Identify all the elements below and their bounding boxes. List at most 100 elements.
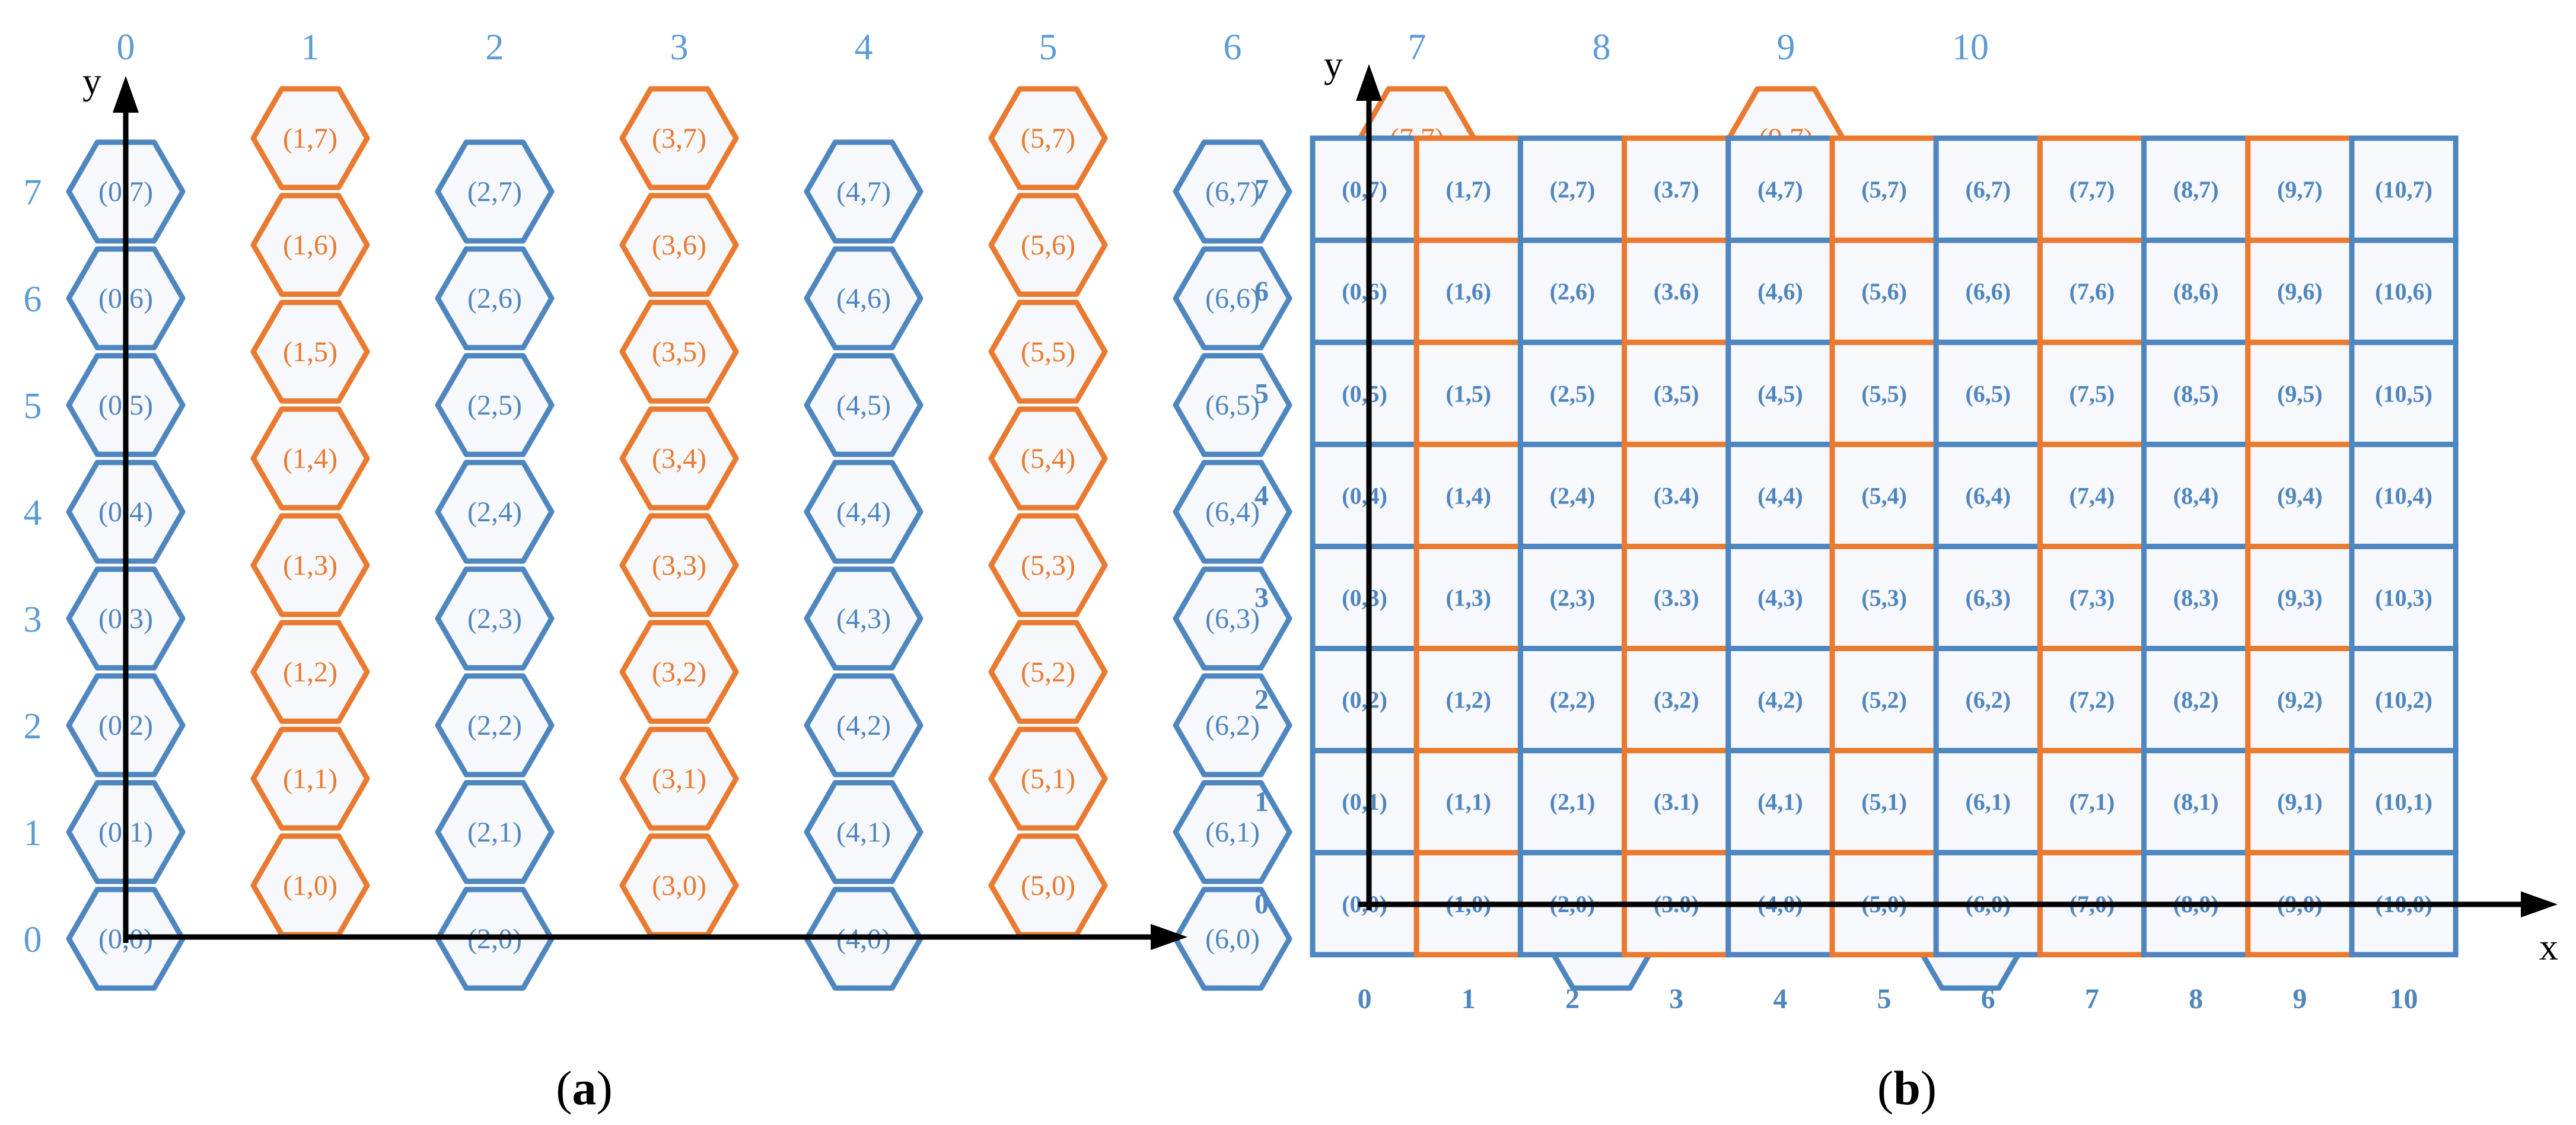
square-cell: (8,2) xyxy=(2141,646,2251,754)
square-cell: (4,3) xyxy=(1725,543,1835,652)
square-cell-label: (6,1) xyxy=(1965,789,2011,815)
square-cell: (7,3) xyxy=(2037,543,2147,652)
square-row-tick: 5 xyxy=(1254,378,1269,409)
square-cell-label: (2,7) xyxy=(1550,176,1596,203)
b-x-axis-label: x xyxy=(2539,926,2558,968)
square-cell: (8,3) xyxy=(2141,543,2251,652)
square-column-tick: 10 xyxy=(2390,983,2418,1015)
hex-column-tick: 7 xyxy=(1408,27,1426,68)
hex-column-tick: 6 xyxy=(1224,27,1242,68)
hex-cell-outline xyxy=(435,139,555,244)
panel-b-square-grid: (0,0)(0,1)(0,2)(0,3)(0,4)(0,5)(0,6)(0,7)… xyxy=(1254,43,2558,1115)
square-cell-outline xyxy=(1829,237,1939,345)
hex-cell-label: (2,5) xyxy=(467,390,522,421)
hex-cell-label: (4,4) xyxy=(836,496,891,528)
hex-cell-label: (5,1) xyxy=(1021,763,1075,795)
square-cell-label: (0,2) xyxy=(1342,687,1387,713)
hex-cell: (5,3) xyxy=(988,513,1108,617)
square-cell-label: (0,4) xyxy=(1342,482,1387,509)
square-cell-label: (5,3) xyxy=(1861,584,1907,611)
hex-cell: (2,6) xyxy=(435,246,555,350)
hex-cell: (6,6) xyxy=(1173,246,1292,350)
hex-cell-label: (1,7) xyxy=(283,123,337,154)
square-cell-label: (10,5) xyxy=(2375,380,2432,407)
square-cell-label: (7,2) xyxy=(2069,687,2115,713)
hex-cell-outline xyxy=(804,780,924,884)
hex-cell-label: (1,1) xyxy=(283,763,337,795)
hex-cell: (4,4) xyxy=(804,460,924,564)
hex-cell-outline xyxy=(619,193,739,297)
square-cell-outline xyxy=(2245,135,2355,243)
square-cell-label: (9,5) xyxy=(2277,380,2323,407)
hex-cell-label: (2,3) xyxy=(467,603,522,635)
hex-cell: (6,1) xyxy=(1173,780,1292,884)
hex-column-tick: 2 xyxy=(486,27,504,68)
square-cell-label: (5,4) xyxy=(1861,482,1907,509)
square-cell-label: (9,1) xyxy=(2277,789,2323,815)
square-column-tick: 2 xyxy=(1565,983,1580,1015)
square-cell-outline xyxy=(1310,441,1419,549)
square-cell-label: (10,7) xyxy=(2375,176,2432,203)
hex-cell: (4,6) xyxy=(804,246,924,350)
hex-row-tick: 2 xyxy=(24,706,42,747)
hex-cell-label: (3,0) xyxy=(652,870,706,901)
hex-cell-label: (4,1) xyxy=(836,817,891,848)
square-cell: (7,5) xyxy=(2037,339,2147,447)
square-cell-label: (6,2) xyxy=(1965,687,2011,713)
hex-cell-outline xyxy=(435,460,555,564)
hex-cell: (1,5) xyxy=(250,299,370,404)
square-cell: (4,2) xyxy=(1725,646,1835,754)
square-cell-outline xyxy=(1725,543,1835,652)
square-row-tick: 3 xyxy=(1254,582,1269,613)
square-cell: (3.6) xyxy=(1622,237,1731,345)
square-cell: (1,6) xyxy=(1413,237,1523,345)
square-cell-label: (2,5) xyxy=(1550,380,1596,407)
square-column-tick: 7 xyxy=(2085,983,2099,1015)
hex-cell-label: (4,5) xyxy=(836,390,891,421)
square-cell: (3,5) xyxy=(1622,339,1731,447)
square-cell-label: (3,5) xyxy=(1654,380,1699,407)
hex-cell-outline xyxy=(619,406,739,511)
hex-cell-outline xyxy=(435,673,555,777)
hex-cell-outline xyxy=(988,620,1108,724)
square-cell: (7,1) xyxy=(2037,748,2147,856)
square-cell-label: (9,4) xyxy=(2277,482,2323,509)
hex-cell: (1,0) xyxy=(250,833,370,938)
square-cell: (2,2) xyxy=(1517,646,1628,754)
hex-cell-outline xyxy=(804,139,924,244)
square-cell: (5,3) xyxy=(1829,543,1939,652)
square-cell: (6,1) xyxy=(1933,748,2043,856)
square-cell: (3.1) xyxy=(1622,748,1731,856)
square-cell-label: (0,6) xyxy=(1342,278,1387,305)
hex-cell: (5,0) xyxy=(988,833,1108,938)
hex-cell-outline xyxy=(804,566,924,671)
hex-cell-outline xyxy=(988,406,1108,511)
square-cell-label: (5,6) xyxy=(1861,278,1907,305)
hex-cell: (5,4) xyxy=(988,406,1108,511)
square-row-tick: 6 xyxy=(1254,276,1269,307)
square-column-tick: 1 xyxy=(1461,983,1476,1015)
square-cell: (5,7) xyxy=(1829,135,1939,243)
square-cell: (0,4) xyxy=(1310,441,1419,549)
hex-cell-outline xyxy=(250,193,370,297)
hex-cell: (6,2) xyxy=(1173,673,1292,777)
hex-cell-outline xyxy=(250,513,370,617)
hex-cell: (5,1) xyxy=(988,726,1108,831)
square-row-tick: 1 xyxy=(1254,786,1269,818)
square-cell-label: (3.6) xyxy=(1654,278,1699,305)
square-cell: (4,6) xyxy=(1725,237,1835,345)
square-cell: (7,2) xyxy=(2037,646,2147,754)
square-column-tick: 0 xyxy=(1358,983,1372,1015)
square-cell: (5,4) xyxy=(1829,441,1939,549)
square-cell: (0,3) xyxy=(1310,543,1419,652)
square-cell-outline xyxy=(1933,237,2043,345)
square-cell: (4,4) xyxy=(1725,441,1835,549)
hex-column-tick: 8 xyxy=(1593,27,1611,68)
square-cell: (8,1) xyxy=(2141,748,2251,856)
hex-cell-label: (6,5) xyxy=(1205,390,1260,421)
hex-cell-outline xyxy=(1173,246,1292,350)
hex-cell: (4,5) xyxy=(804,353,924,457)
square-cell: (3,2) xyxy=(1622,646,1731,754)
square-cell-label: (7,1) xyxy=(2069,789,2115,815)
square-cell-outline xyxy=(2037,543,2147,652)
